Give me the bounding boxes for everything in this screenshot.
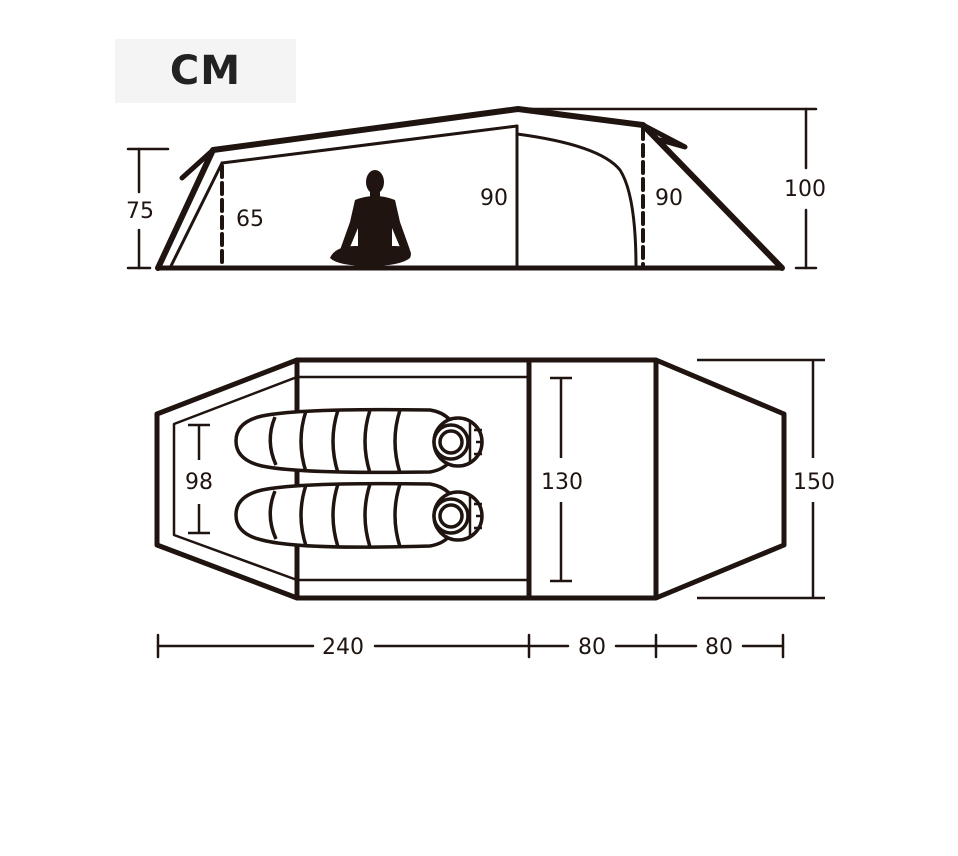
side-view	[126, 106, 818, 271]
side-view-labels: 75 65 90 90 100	[126, 177, 826, 232]
dim-100: 100	[784, 177, 826, 202]
length-labels: 240 80 80	[322, 635, 733, 660]
dim-130: 130	[541, 470, 583, 495]
rear-flap	[640, 122, 688, 150]
front-flap	[179, 147, 216, 181]
sleeping-bag-bottom	[234, 481, 484, 549]
top-view-labels: 98 130 150	[185, 470, 835, 495]
dim-98: 98	[185, 470, 213, 495]
dim-90-inner: 90	[480, 186, 508, 211]
dim-150: 150	[793, 470, 835, 495]
dim-75: 75	[126, 199, 154, 224]
sleeping-bag-top	[234, 407, 484, 475]
dim-90-rear: 90	[655, 186, 683, 211]
inner-roof	[220, 124, 519, 165]
outer-footprint	[154, 357, 787, 601]
top-view	[154, 357, 825, 601]
length-dimension-line	[156, 633, 785, 659]
dim-80-first: 80	[578, 635, 606, 660]
unit-badge: CM	[115, 39, 296, 103]
seated-person-icon	[330, 170, 411, 266]
dim-240: 240	[322, 635, 364, 660]
vestibule-door-curve	[515, 132, 638, 270]
inner-foot-outline	[172, 375, 298, 582]
sleeping-bag-icon	[234, 407, 484, 549]
unit-label: CM	[169, 48, 242, 94]
dim-80-second: 80	[705, 635, 733, 660]
inner-front-slope	[168, 161, 224, 270]
dim-65: 65	[236, 207, 264, 232]
